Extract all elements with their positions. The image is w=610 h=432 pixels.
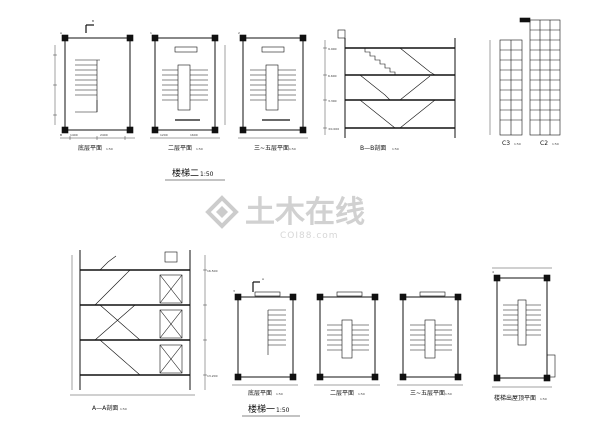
- stair1-section-scale: 1:50: [120, 407, 127, 411]
- stair1-section-aa: [70, 250, 207, 396]
- stair1-plan-roof-label: 楼梯出屋顶平面: [494, 394, 536, 402]
- level-5: 16.500: [207, 269, 218, 273]
- stair1-plan-ground-label: 底层平面: [248, 389, 272, 397]
- stair2-section-scale: 1:50: [392, 147, 399, 151]
- level-2: 6.600: [328, 74, 337, 78]
- stair1-plan-typical: [397, 291, 463, 386]
- stair2-plan-typical-scale: 1:50: [289, 147, 296, 151]
- stair2-detail-c3: [489, 39, 523, 136]
- stair2-plan-second: [150, 34, 226, 139]
- grid-mark-4: 4: [492, 270, 494, 274]
- grid-mark-3: 3: [233, 289, 235, 293]
- stair2-section-mark: B: [92, 19, 94, 23]
- stair1-plan-ground-scale: 1:50: [276, 392, 283, 396]
- stair2-detail-c2: [519, 17, 561, 136]
- stair1-title: 楼梯一: [248, 403, 275, 415]
- stair2-plan-typical: [238, 34, 308, 139]
- stair1-plan-roof: [492, 267, 556, 388]
- level-4: 13.200: [207, 374, 218, 378]
- stair1-plan-ground: [232, 281, 298, 386]
- dim-width-3: 1200: [160, 133, 168, 137]
- grid-mark-1: 1: [150, 31, 152, 35]
- stair2-detail-c2-label: C2: [540, 140, 548, 147]
- stair1-plan-second: [314, 291, 380, 386]
- grid-mark-a: A: [60, 31, 63, 35]
- stair2-plan-ground-label: 底层平面: [78, 144, 102, 152]
- watermark-cn: 土木在线: [245, 195, 365, 230]
- stair1-section-label: A—A剖面: [92, 404, 118, 412]
- stair1-section-mark: A: [262, 277, 265, 281]
- stair1-plan-typical-label: 三~五层平面: [410, 390, 445, 397]
- stair2-detail-c3-scale: 1:50: [514, 142, 521, 146]
- dim-width-4: 1600: [190, 133, 198, 137]
- watermark: 土木在线 COI88.com: [205, 195, 365, 241]
- stair2-plan-ground: [53, 24, 135, 140]
- stair1-plan-typical-scale: 1:50: [445, 392, 452, 396]
- level-3: 9.900: [328, 47, 337, 51]
- stair2-plan-typical-label: 三~五层平面: [254, 145, 289, 152]
- level-1: 3.300: [328, 99, 337, 103]
- dim-width-1: 1400: [70, 133, 78, 137]
- stair2-plan-second-label: 二层平面: [168, 145, 192, 152]
- stair2-detail-c3-label: C3: [502, 140, 510, 147]
- stair2-detail-c2-scale: 1:50: [552, 142, 559, 146]
- level-0: ±0.000: [328, 127, 339, 131]
- stair1-title-scale: 1:50: [276, 407, 290, 414]
- stair1-plan-roof-scale: 1:50: [540, 397, 547, 401]
- stair2-plan-second-scale: 1:50: [196, 147, 203, 151]
- stair2-section-label: B—B剖面: [360, 144, 386, 152]
- watermark-en: COI88.com: [280, 231, 339, 241]
- stair2-plan-ground-scale: 1:50: [106, 147, 113, 151]
- stair2-title-scale: 1:50: [200, 171, 214, 178]
- stair2-title: 楼梯二: [172, 167, 199, 179]
- dim-width-2: 2400: [100, 133, 108, 137]
- watermark-logo-icon: [205, 195, 239, 229]
- stair2-section-bb: [323, 29, 456, 138]
- stair1-plan-second-label: 二层平面: [330, 390, 354, 397]
- grid-mark-b: B: [60, 133, 62, 137]
- stair1-plan-second-scale: 1:50: [358, 392, 365, 396]
- grid-mark-2: 2: [238, 31, 240, 35]
